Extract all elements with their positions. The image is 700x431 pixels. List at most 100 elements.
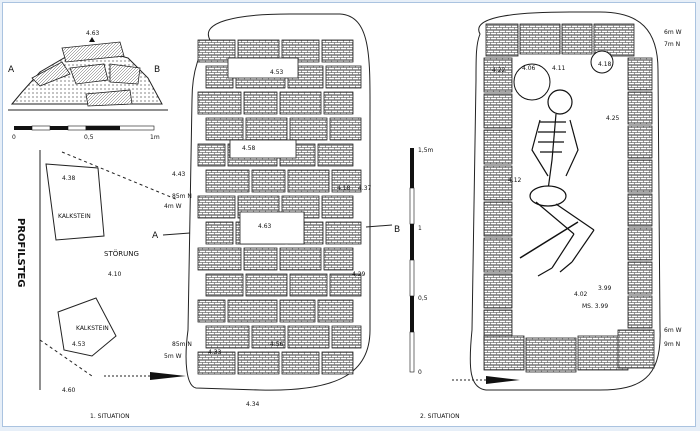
north-arrow-2	[452, 376, 520, 384]
stone-block	[329, 117, 362, 141]
elev-460: 4.60	[62, 387, 76, 394]
elev-434: 4.34	[246, 401, 260, 408]
coord-6w-bottom: 6m W	[664, 327, 682, 334]
frame-stone	[483, 273, 513, 309]
profile-elev-label: 4.63	[86, 30, 100, 37]
frame-stone	[617, 329, 655, 369]
stone-block	[329, 273, 362, 297]
cleared-area	[229, 139, 297, 159]
coord-7n: 7m N	[664, 41, 680, 48]
stone-block	[205, 117, 244, 141]
vscale-one: 1	[418, 225, 422, 232]
frame-stone	[627, 295, 653, 329]
stone-block	[279, 299, 316, 323]
vessel-small	[590, 50, 614, 74]
pelvis	[529, 185, 567, 207]
stone-block	[321, 351, 354, 375]
horizontal-scale-bar: 0 0,5 1m	[12, 125, 160, 141]
elev-453: 4.53	[270, 69, 284, 76]
stone-block	[197, 247, 242, 271]
frame-stone	[483, 335, 525, 371]
coord-6w-top: 6m W	[664, 29, 682, 36]
coord-85n-top: 85m N	[172, 193, 192, 200]
right-tibia	[571, 229, 595, 263]
stone-block	[321, 39, 354, 63]
frame-stone	[483, 237, 513, 273]
cleared-area	[239, 211, 305, 245]
stone-block	[197, 39, 236, 63]
stone-frame-2	[483, 23, 655, 373]
frame-stone	[627, 57, 653, 91]
elev-463: 4.63	[258, 223, 272, 230]
stone-block	[325, 221, 362, 245]
elev-411: 4.11	[552, 65, 566, 72]
stone-block	[331, 169, 362, 193]
situation-1: PROFILSTEG KALKSTEIN KALKSTEIN STÖRUNG A…	[15, 13, 400, 420]
right-femur	[555, 203, 595, 231]
hscale-one: 1m	[150, 134, 160, 141]
frame-stone	[483, 57, 513, 93]
elev-456: 4.56	[270, 341, 284, 348]
stone-block	[205, 221, 234, 245]
frame-stone	[483, 129, 513, 165]
boundary-dashed-bottom	[39, 339, 93, 377]
profile-elev-marker	[89, 37, 95, 42]
profile-section: A B 4.63	[8, 30, 168, 111]
stone-block	[289, 273, 328, 297]
vessel-large	[513, 63, 551, 101]
stone-block	[227, 299, 278, 323]
stone-block	[279, 247, 322, 271]
stoerung-label: STÖRUNG	[104, 249, 139, 258]
stone-block	[197, 351, 236, 375]
stone-block	[245, 117, 288, 141]
stone-block	[317, 143, 354, 167]
coord-4w: 4m W	[164, 203, 182, 210]
hscale-half: 0,5	[84, 134, 94, 141]
elev-422: 4.22	[492, 67, 506, 74]
elev-418: 4.18	[337, 185, 351, 192]
left-arm	[531, 119, 549, 177]
frame-stone	[627, 91, 653, 125]
section-a-label: A	[152, 231, 159, 241]
profilsteg-label: PROFILSTEG	[15, 218, 26, 288]
elevation-markers-2: 4.22 4.06 4.11 4.18 4.25 4.12 4.02 3.99 …	[492, 29, 682, 348]
stone-block	[323, 247, 354, 271]
stone-block	[205, 169, 250, 193]
stone-block	[237, 351, 280, 375]
elev-399: 3.99	[598, 285, 612, 292]
profile-label-a: A	[8, 65, 15, 75]
stone-block	[197, 299, 226, 323]
frame-stone	[483, 201, 513, 237]
skull	[547, 89, 573, 115]
spine	[547, 113, 557, 191]
skeleton	[529, 89, 595, 277]
cleared-area	[227, 57, 299, 79]
kalkstein-block-top	[45, 163, 105, 241]
stone-block	[331, 325, 362, 349]
elev-443: 4.43	[172, 171, 186, 178]
elev-438: 4.38	[62, 175, 76, 182]
frame-stone	[483, 93, 513, 129]
frame-stone	[525, 337, 577, 373]
boundary-dashed-top	[61, 151, 179, 201]
situation-2: 4.22 4.06 4.11 4.18 4.25 4.12 4.02 3.99 …	[420, 11, 682, 420]
elev-458: 4.58	[242, 145, 256, 152]
right-arm	[565, 119, 579, 177]
stone-block	[197, 143, 226, 167]
frame-stone	[627, 227, 653, 261]
profile-stone-top	[61, 41, 125, 63]
vscale-half: 0,5	[418, 295, 428, 302]
kalkstein-block-bottom	[57, 297, 117, 357]
frame-stone	[627, 193, 653, 227]
caption-situation-2: 2. SITUATION	[420, 413, 460, 420]
vscale-zero: 0	[418, 369, 422, 376]
stone-block	[281, 351, 320, 375]
frame-stone	[561, 23, 593, 55]
stone-block	[323, 91, 354, 115]
coord-5w: 5m W	[164, 353, 182, 360]
stone-block	[321, 195, 354, 219]
stone-block	[245, 273, 288, 297]
elev-406: 4.06	[522, 65, 536, 72]
grave-outline-1	[185, 13, 371, 391]
